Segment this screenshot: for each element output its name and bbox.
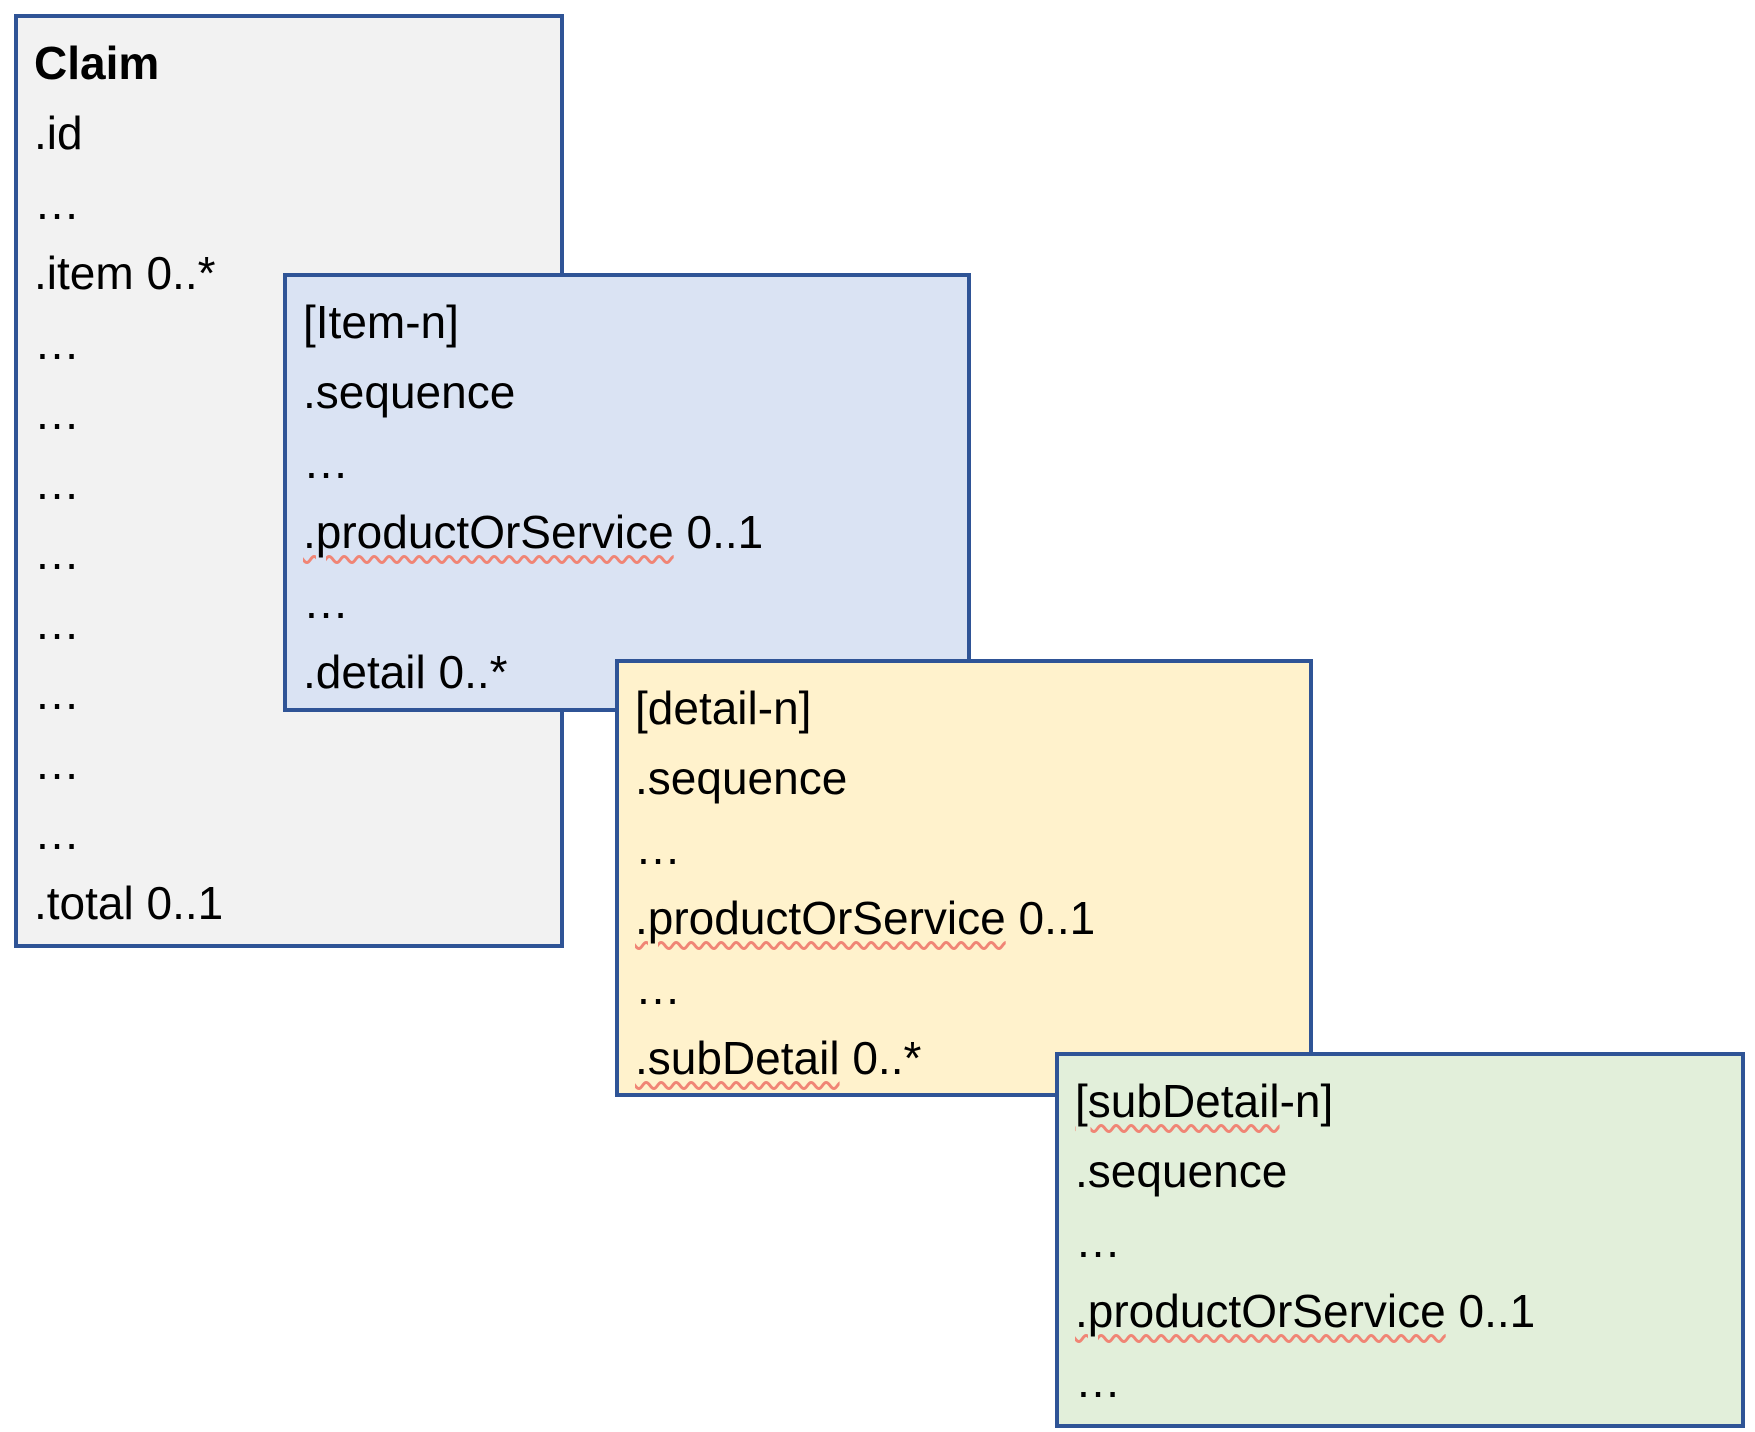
field-line: … bbox=[34, 177, 80, 229]
field-line: … bbox=[303, 576, 349, 628]
field-line: .subDetail 0..* bbox=[635, 1032, 922, 1084]
field-line: … bbox=[34, 317, 80, 369]
field-line: … bbox=[34, 807, 80, 859]
detail-box-title: [detail-n] bbox=[635, 673, 1301, 743]
item-box-title: [Item-n] bbox=[303, 287, 959, 357]
detail-box-fields: .sequence … .productOrService 0..1 … .subDet… bbox=[635, 743, 1301, 1093]
item-box: [Item-n] .sequence … .productOrService 0..… bbox=[283, 273, 971, 712]
detail-box: [detail-n] .sequence … .productOrService 0… bbox=[615, 659, 1313, 1097]
field-line: .productOrService 0..1 bbox=[303, 506, 764, 558]
subdetail-title-text: -n] bbox=[1279, 1075, 1334, 1127]
field-line: … bbox=[34, 597, 80, 649]
subdetail-box-title: [subDetail-n] bbox=[1075, 1066, 1733, 1136]
misspelled-field-part: .productOrService bbox=[303, 506, 674, 558]
misspelled-field-part: .subDetail bbox=[635, 1032, 840, 1084]
misspelled-field-part: .productOrService bbox=[1075, 1285, 1446, 1337]
field-line: .productOrService 0..1 bbox=[1075, 1285, 1536, 1337]
field-line: .sequence bbox=[635, 752, 848, 804]
field-line: .sequence bbox=[303, 366, 516, 418]
field-line: .detail 0..* bbox=[303, 646, 508, 698]
field-line: … bbox=[34, 457, 80, 509]
field-line: .item 0..* bbox=[34, 247, 216, 299]
field-line: .id bbox=[34, 107, 83, 159]
field-line: … bbox=[34, 667, 80, 719]
field-line: … bbox=[1075, 1215, 1121, 1267]
subdetail-box: [subDetail-n] .sequence … .productOrServic… bbox=[1055, 1052, 1745, 1428]
field-line: .productOrService 0..1 bbox=[635, 892, 1096, 944]
field-line: … bbox=[34, 387, 80, 439]
field-line: .total 0..1 bbox=[34, 877, 224, 929]
detail-title-text: [detail-n] bbox=[635, 682, 812, 734]
field-line: … bbox=[34, 527, 80, 579]
field-line: .sequence bbox=[1075, 1145, 1288, 1197]
field-line: … bbox=[303, 436, 349, 488]
misspelled-field-part: .productOrService bbox=[635, 892, 1006, 944]
claim-title-text: Claim bbox=[34, 37, 160, 89]
claim-box-fields: .id … .item 0..* … … … … … … … … .total 0..1 bbox=[34, 98, 552, 938]
field-line: … bbox=[1075, 1355, 1121, 1407]
field-line: … bbox=[34, 737, 80, 789]
field-line: … bbox=[635, 822, 681, 874]
field-line: … bbox=[635, 962, 681, 1014]
claim-box-title: Claim bbox=[34, 28, 552, 98]
subdetail-title-misspelled-part: [subDetail bbox=[1075, 1075, 1280, 1127]
item-box-fields: .sequence … .productOrService 0..1 … .detail… bbox=[303, 357, 959, 707]
item-title-text: [Item-n] bbox=[303, 296, 459, 348]
subdetail-box-fields: .sequence … .productOrService 0..1 … bbox=[1075, 1136, 1733, 1416]
